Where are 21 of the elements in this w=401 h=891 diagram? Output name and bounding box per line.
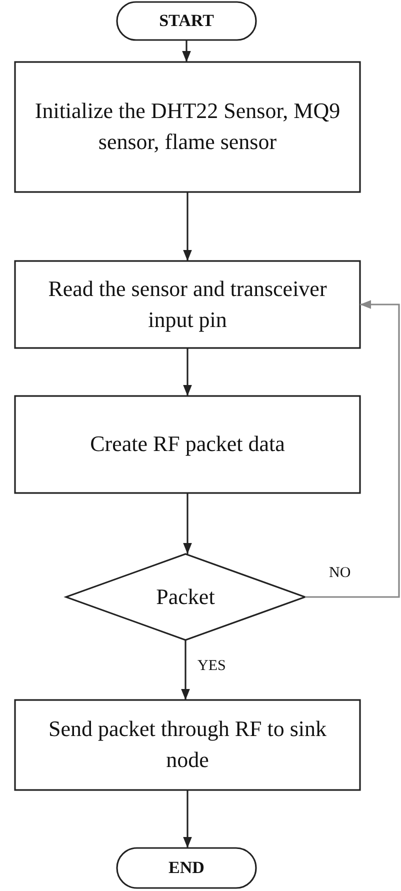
- process-box: [14, 260, 361, 349]
- step-text: Send packet through RF to sink node: [47, 715, 328, 774]
- arrow: [183, 790, 192, 848]
- decision-diamond: [64, 553, 308, 641]
- terminal-pill: [116, 1, 257, 41]
- arrow: [305, 300, 400, 598]
- arrow: [182, 40, 191, 62]
- arrow: [183, 348, 192, 396]
- arrow: [183, 192, 192, 261]
- terminal-label: START: [159, 10, 214, 32]
- terminal-pill: [116, 847, 257, 889]
- step-text: Packet: [156, 582, 215, 611]
- step-text: Read the sensor and transceiver input pin: [47, 274, 328, 334]
- step-text: Initialize the DHT22 Sensor, MQ9 sensor, flame sensor: [34, 97, 342, 156]
- arrow: [183, 493, 192, 554]
- process-box: [14, 699, 361, 791]
- arrow: [181, 640, 190, 700]
- terminal-label: END: [168, 857, 204, 880]
- step-text: Create RF packet data: [90, 430, 285, 458]
- process-box: [14, 395, 361, 494]
- process-box: [14, 61, 361, 193]
